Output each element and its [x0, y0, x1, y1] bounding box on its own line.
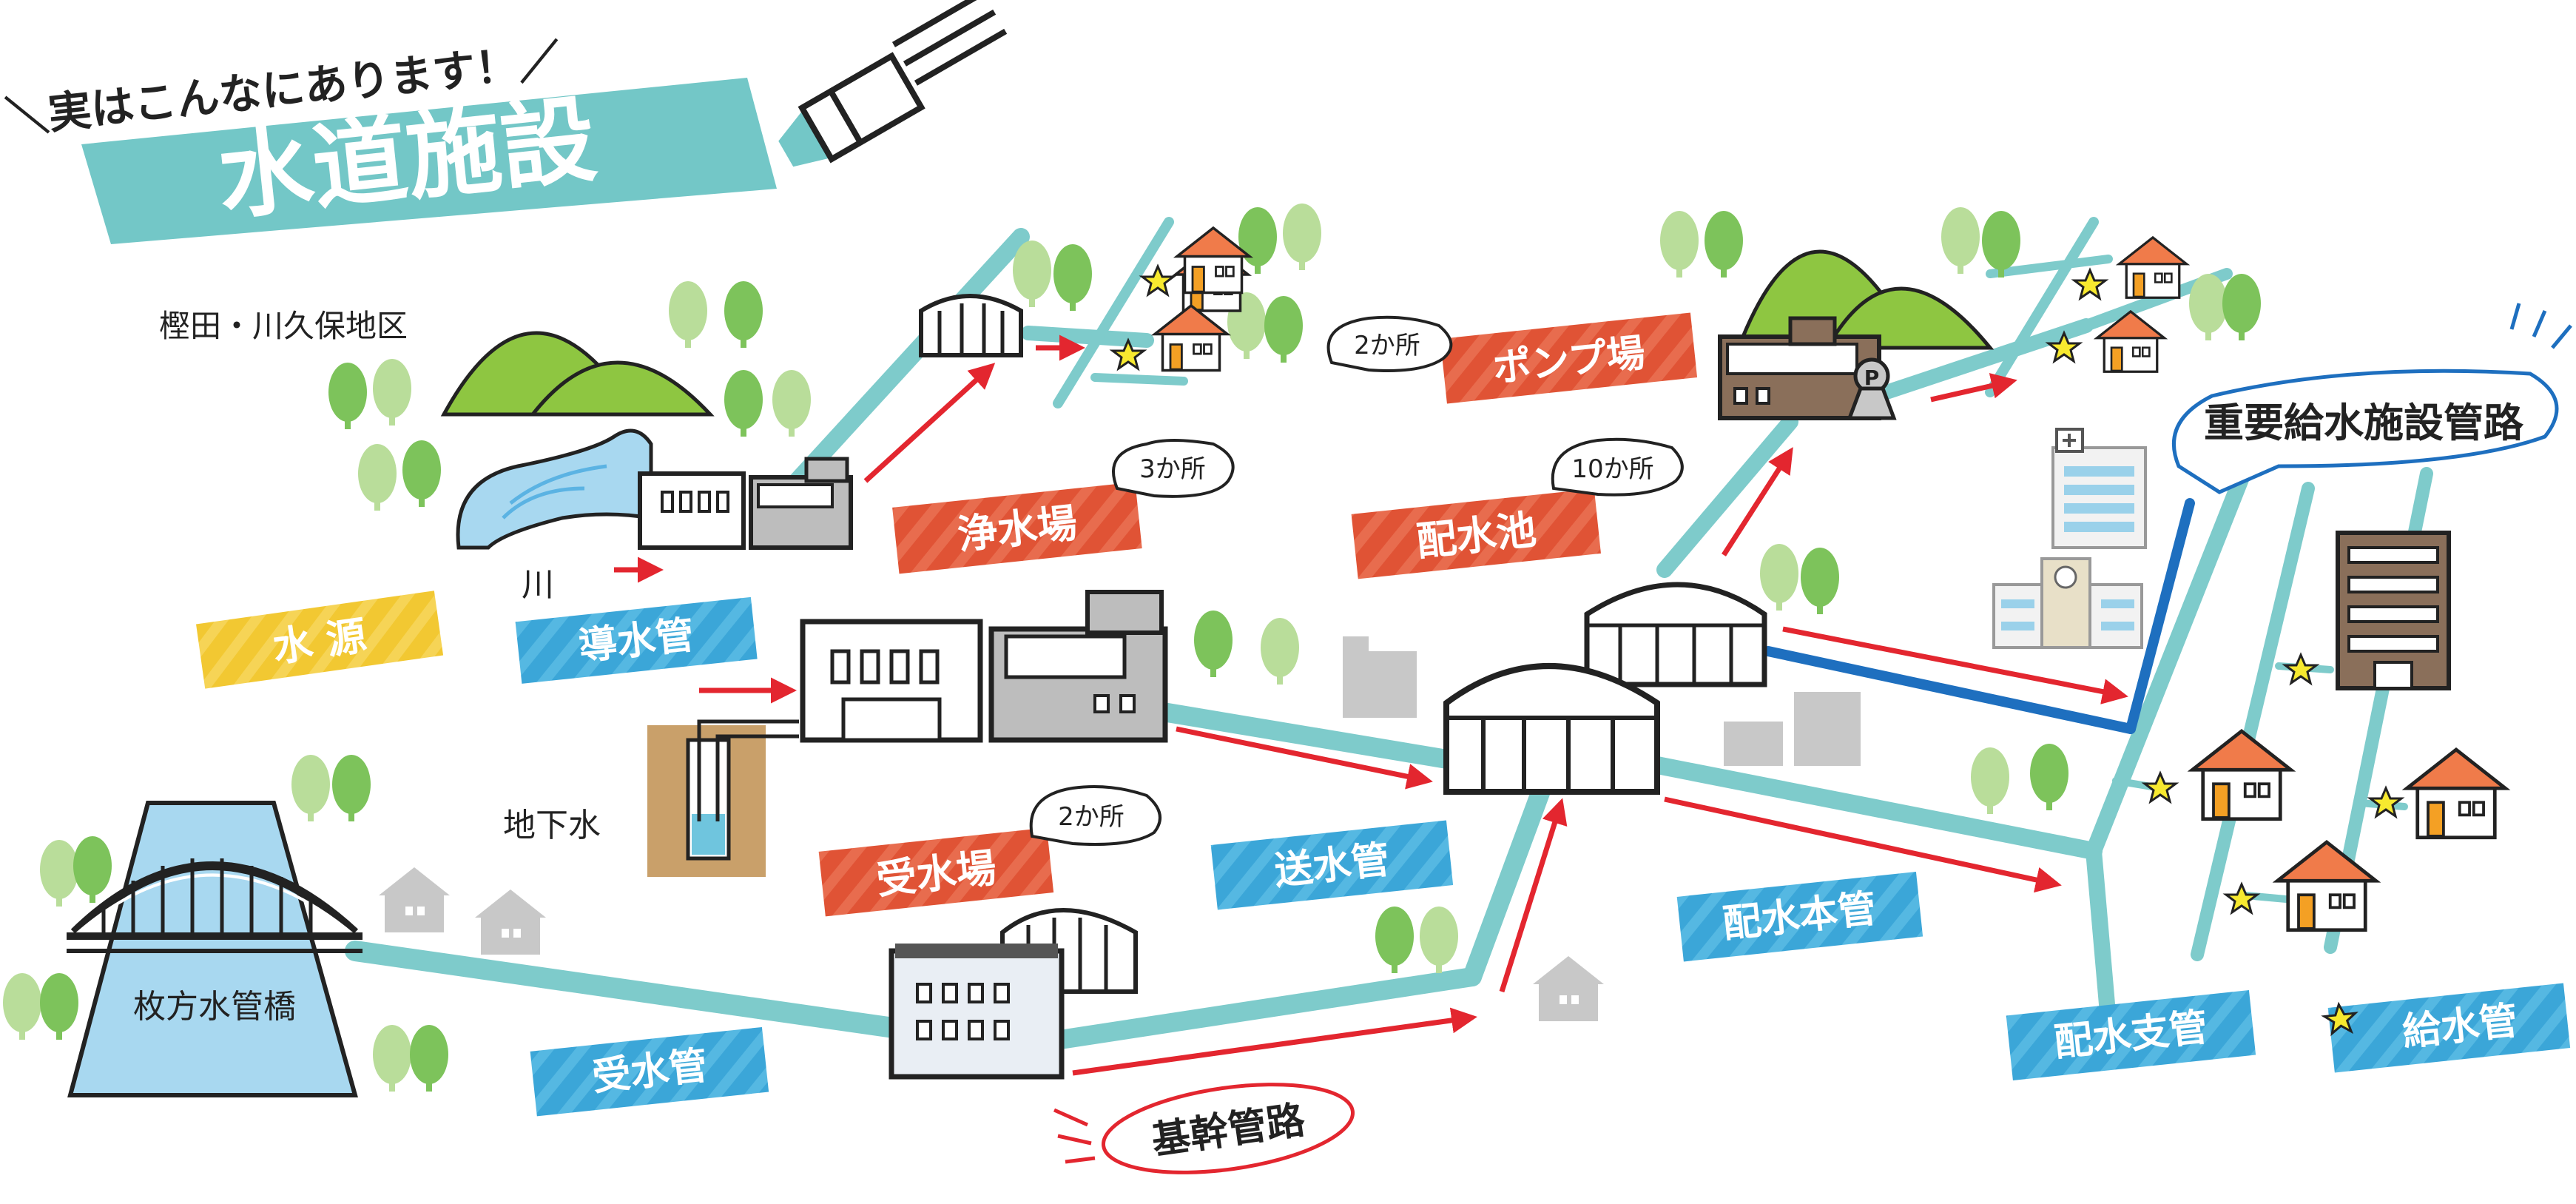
area-label: 樫田・川久保地区 [159, 308, 408, 344]
label-receiving-station: 受水場 [818, 827, 1054, 917]
document-icon [1724, 692, 1861, 766]
priority-pipeline-callout: 重要給水施設管路 [2171, 303, 2572, 494]
title-ribbon [81, 78, 777, 244]
star-icon [2225, 883, 2259, 914]
svg-text:3か所: 3か所 [1139, 454, 1206, 484]
house-icon [2117, 236, 2188, 299]
label-service-pipe: 給水管 [2322, 983, 2571, 1073]
svg-text:P: P [1864, 366, 1880, 390]
label-distribution-main: 配水本管 [1676, 871, 1923, 962]
groundwater-label: 地下水 [503, 807, 601, 844]
river-icon [456, 428, 653, 550]
house-icon [475, 889, 546, 955]
mountain-icon [440, 331, 715, 417]
house-icon [1153, 304, 1229, 372]
factory-icon [1343, 636, 1417, 718]
star-icon [2073, 269, 2107, 300]
svg-text:2か所: 2か所 [1354, 331, 1420, 360]
pipe-network [345, 217, 2433, 1053]
purification-plant-icon [800, 590, 1168, 743]
label-purification: 浄水場 [892, 482, 1142, 574]
receiving-station-icon [889, 908, 1138, 1080]
trunk-pipeline-callout: 基幹管路 [1053, 1083, 1355, 1174]
hospital-icon [2051, 428, 2147, 549]
label-distribution-branch: 配水支管 [2006, 989, 2256, 1080]
house-icon [1533, 956, 1604, 1021]
house-icon [379, 867, 450, 932]
river-label: 川 [522, 566, 554, 604]
school-icon [1992, 557, 2143, 649]
bridge-label: 枚方水管橋 [133, 988, 296, 1026]
header: ＼実はこんなにあります！／ 水道施設 [3, 0, 1008, 244]
house-icon [2278, 842, 2376, 930]
flow-arrows [614, 334, 2128, 1076]
bridge-icon [67, 801, 363, 1097]
svg-text:重要給水施設管路: 重要給水施設管路 [2204, 400, 2524, 446]
priority-pipeline [1763, 498, 2195, 734]
star-icon [1141, 265, 1175, 296]
star-icon [2143, 772, 2177, 803]
label-intake-pipe: 導水管 [515, 596, 758, 684]
svg-text:10か所: 10か所 [1571, 454, 1653, 484]
label-transmission-pipe: 送水管 [1210, 820, 1454, 910]
count-bubble-purification: 3か所 [1112, 439, 1235, 498]
label-receiving-pipe: 受水管 [530, 1026, 769, 1117]
count-bubble-pump: 2か所 [1326, 315, 1453, 372]
label-distribution-reservoir: 配水池 [1351, 488, 1601, 579]
intake-facility-icon [638, 457, 853, 550]
svg-text:2か所: 2か所 [1058, 802, 1125, 832]
building-icon [2336, 531, 2451, 690]
label-pump-station: ポンプ場 [1440, 312, 1698, 404]
water-tank-icon [919, 294, 1023, 357]
groundwater-well-icon [647, 719, 799, 877]
mountain-icon [1736, 249, 1995, 350]
star-icon [2369, 787, 2403, 818]
marker-pen-icon [778, 0, 1008, 167]
count-bubble-receiving: 2か所 [1029, 784, 1161, 846]
label-water-source: 水 源 [196, 591, 444, 689]
house-icon [2407, 750, 2506, 838]
star-icon [2284, 653, 2318, 685]
pump-icon: P [1718, 316, 1897, 420]
distribution-reservoir-icon [1443, 582, 1767, 795]
count-bubble-reservoir: 10か所 [1551, 437, 1684, 497]
house-icon [2193, 731, 2291, 819]
